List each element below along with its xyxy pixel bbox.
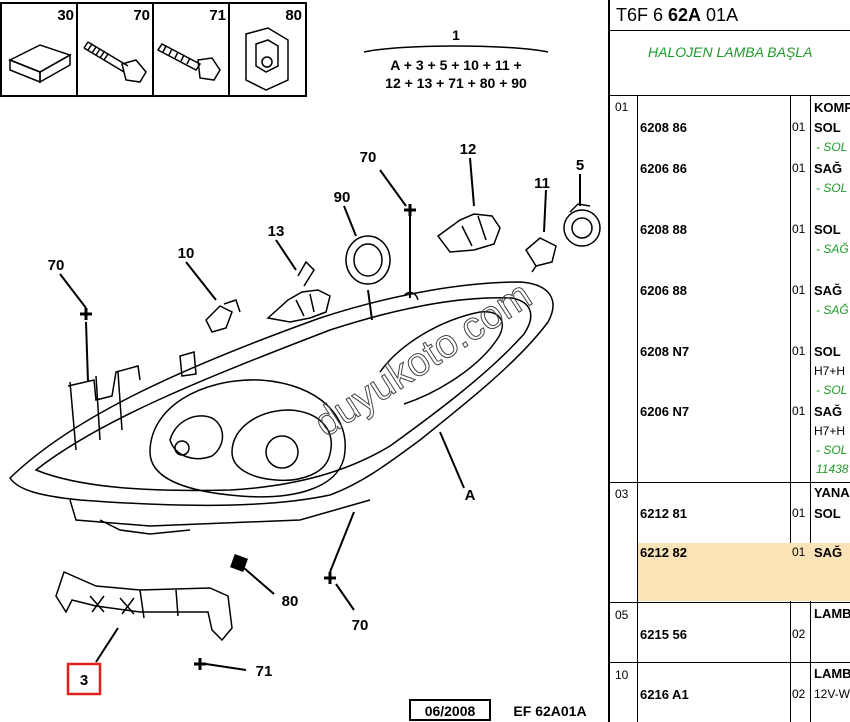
callout-71: 71 [256,663,273,680]
footer-date-box [409,699,491,721]
group-03: 03 [615,487,629,501]
ref-620886[interactable]: 6208 86 [640,120,687,135]
qty: 01 [792,222,806,236]
note: - SOL [816,383,848,397]
qty: 01 [792,506,806,520]
note: - SAĞ [816,303,849,317]
bulb-spec: H7+H [814,364,846,378]
bulb-10 [205,299,241,333]
assembly-number: 1 [452,27,460,43]
ref-6216A1[interactable]: 6216 A1 [640,687,689,702]
footer-reference: EF 62A01A [513,703,586,719]
group-03-title: YANA [814,485,850,500]
ref-620688[interactable]: 6206 88 [640,283,687,298]
qty: 01 [792,404,806,418]
watermark: duyukoto.com [307,273,540,446]
ref-6208N7[interactable]: 6208 N7 [640,344,690,359]
gasket-90 [345,235,391,285]
bulb-5 [563,203,601,247]
side-label: SAĞ [814,545,843,560]
callout-labels: 70 10 13 90 70 12 11 5 A 80 70 71 [48,141,585,680]
ref-621556[interactable]: 6215 56 [640,627,687,642]
qty: 01 [792,161,806,175]
qty: 01 [792,283,806,297]
qty: 02 [792,687,806,701]
group-10: 10 [615,668,629,682]
block-icon [8,44,72,84]
callout-3-box[interactable] [66,662,102,696]
group-01: 01 [615,100,629,114]
group-10-title: LAMB [814,666,850,681]
side-label: SOL [814,222,841,237]
callout-10: 10 [178,245,195,262]
bulb-12 [436,213,501,253]
side-label: SOL [814,344,841,359]
qty: 01 [792,344,806,358]
callout-A: A [465,487,476,504]
selected-row-highlight [638,543,850,601]
bracket-drawing [55,570,233,642]
callout-70-left: 70 [48,257,65,274]
qty: 01 [792,545,806,559]
side-label: SOL [814,120,841,135]
side-label: SOL [814,506,841,521]
footer-date: 06/2008 [425,703,476,719]
bulb-13 [266,260,331,323]
bolt-icon [83,41,147,83]
bulb-11 [525,237,557,273]
headlamp-drawing [9,281,554,535]
callout-70-bottom: 70 [352,617,369,634]
assembly-line-2: 12 + 13 + 71 + 80 + 90 [385,75,527,91]
note: - SOL [816,140,848,154]
plus-markers [80,204,416,670]
bulb-spec: H7+H [814,424,846,438]
callout-90: 90 [334,189,351,206]
callout-70-top: 70 [360,149,377,166]
callout-3[interactable]: 3 [80,672,88,689]
callout-12: 12 [460,141,477,158]
part-30-number: 30 [57,7,74,24]
part-71-number: 71 [209,7,226,24]
note: - SOL [816,443,848,457]
note: 11438 [816,462,849,476]
group-05: 05 [615,608,629,622]
bulb-spec: 12V-W [814,687,850,701]
clip-marker [230,554,248,572]
group-05-title: LAMB [814,606,850,621]
ref-621282[interactable]: 6212 82 [640,545,687,560]
ref-620888[interactable]: 6208 88 [640,222,687,237]
ref-621281[interactable]: 6212 81 [640,506,687,521]
assembly-formula: 1 A + 3 + 5 + 10 + 11 + 12 + 13 + 71 + 8… [363,27,549,91]
leader-lines [59,157,581,671]
group-01-title: KOMP [814,100,850,115]
section-code: T6F 6 62A 01A [616,5,739,25]
ref-620686[interactable]: 6206 86 [640,161,687,176]
ref-6206N7[interactable]: 6206 N7 [640,404,690,419]
qty: 02 [792,627,806,641]
callout-80: 80 [282,593,299,610]
side-label: SAĞ [814,404,843,419]
callout-11: 11 [534,175,550,192]
callout-13: 13 [268,223,285,240]
section-subtitle: HALOJEN LAMBA BAŞLA [648,44,813,60]
parts-header: 30 70 71 80 [0,2,307,97]
exploded-parts-diagram: 30 70 71 80 1 [0,2,601,721]
side-label: SAĞ [814,283,843,298]
qty: 01 [792,120,806,134]
note: - SAĞ [816,242,849,256]
callout-5: 5 [576,157,584,174]
clip-nut-icon [245,27,289,91]
screw-icon [156,43,221,81]
part-70-number: 70 [133,7,150,24]
part-80-number: 80 [285,7,302,24]
parts-list-panel: T6F 6 62A 01A HALOJEN LAMBA BAŞLA 01 KOM… [608,0,850,722]
note: - SOL [816,181,848,195]
side-label: SAĞ [814,161,843,176]
assembly-line-1: A + 3 + 5 + 10 + 11 + [390,57,521,73]
